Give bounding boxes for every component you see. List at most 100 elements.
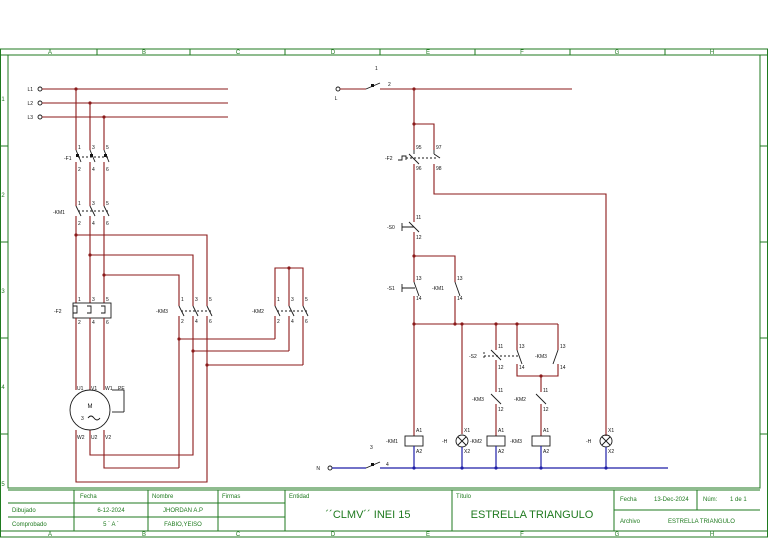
coil-km3-a2: A2 [543, 449, 549, 455]
neutral-breaker: 3 4 [365, 445, 389, 469]
coil-km3-label: -KM3 [510, 439, 522, 445]
km3-nc-term-11: 11 [498, 388, 503, 394]
km1-aux-term-14: 14 [457, 296, 463, 302]
km2-main-label: -KM2 [252, 309, 264, 315]
km3-term-6: 6 [209, 319, 212, 325]
km2-nc-term-11: 11 [543, 388, 548, 394]
f2-term-1: 1 [78, 297, 81, 303]
km1-term-3: 3 [92, 201, 95, 207]
col-label-e: E [426, 50, 430, 56]
coil-km2-a2: A2 [498, 449, 504, 455]
control-circuit: L 1 2 -F2 95 96 97 98 [316, 66, 668, 472]
km1-main-label: -KM1 [53, 210, 65, 216]
breaker-term-2: 2 [388, 82, 391, 88]
row-label-2: 2 [1, 193, 5, 199]
col-label-f-bottom: F [520, 532, 524, 538]
f1-term-1: 1 [78, 145, 81, 151]
power-circuit: L1 L2 L3 -F1 1 3 5 2 4 6 [27, 86, 309, 483]
coil-km3: -KM3 A1 A2 [510, 428, 551, 455]
s2-term-13: 13 [519, 344, 525, 350]
motor-label: M [88, 404, 93, 410]
thermal-relay-f2: -F2 1 3 5 2 4 6 [54, 297, 112, 326]
f2-term-2: 2 [78, 320, 81, 326]
sheet-frame [0, 48, 768, 538]
contactor-km3-main: -KM3 1 3 5 2 4 6 [156, 297, 213, 325]
tb-comprobado-fecha: 5 ´ A ´ [103, 522, 119, 528]
lamp-run-label: -H [442, 439, 448, 445]
stop-button-s0: -S0 11 12 [387, 215, 422, 241]
coil-km1: -KM1 A1 A2 [386, 428, 424, 455]
tb-num-label: Núm: [703, 497, 718, 503]
motor-term-v2: V2 [105, 435, 111, 441]
motor-m: M 3 U1 V1 W1 PE W2 U2 V2 [69, 386, 125, 441]
neutral-term-3: 3 [370, 445, 373, 451]
tb-entidad-value: ´´CLMV´´ INEI 15 [326, 509, 411, 521]
km2-term-2: 2 [277, 319, 280, 325]
f1-term-4: 4 [92, 167, 95, 173]
col-label-f: F [520, 50, 524, 56]
km3-main-label: -KM3 [156, 309, 168, 315]
control-breaker: 1 2 [365, 66, 391, 90]
f2-term-4: 4 [92, 320, 95, 326]
km3-aux-term-14: 14 [560, 365, 566, 371]
km3-nc-term-12: 12 [498, 407, 504, 413]
col-label-b-bottom: B [142, 532, 146, 538]
tb-fecha-value: 13-Dec-2024 [654, 497, 689, 503]
contactor-km1-main: -KM1 1 3 5 2 4 6 [53, 201, 110, 227]
km3-term-5: 5 [209, 297, 212, 303]
coil-km3-a1: A1 [543, 428, 549, 434]
s2-label: -S2 [469, 354, 477, 360]
tb-header-nombre: Nombre [152, 494, 174, 500]
tb-dibujado-fecha: 6-12-2024 [97, 508, 125, 514]
col-label-c-bottom: C [236, 532, 241, 538]
tb-archivo-value: ESTRELLA TRIANGULO [668, 519, 735, 525]
coil-km1-a1: A1 [416, 428, 422, 434]
col-label-d: D [331, 50, 336, 56]
phase-l1-label: L1 [27, 87, 33, 93]
lamp-run-x1: X1 [464, 428, 470, 434]
km2-term-3: 3 [291, 297, 294, 303]
lamp-h-trip: -H X1 X2 [586, 428, 614, 455]
lamp-h-run: -H X1 X2 [442, 428, 470, 455]
tb-header-firmas: Firmas [222, 494, 240, 500]
f2-aux-term-96: 96 [416, 166, 422, 172]
tb-dibujado-nombre: JHORDAN A.P [163, 508, 203, 514]
row-label-3: 3 [1, 289, 5, 295]
motor-term-pe: PE [118, 386, 125, 392]
s1-term-14: 14 [416, 296, 422, 302]
km3-term-1: 1 [181, 297, 184, 303]
col-label-g: G [615, 50, 620, 56]
supply-l-label: L [335, 96, 338, 102]
motor-term-v1: V1 [91, 386, 97, 392]
tb-num-value: 1 de 1 [730, 497, 747, 503]
f1-term-6: 6 [106, 167, 109, 173]
fuse-breaker-f1: -F1 1 3 5 2 4 6 [64, 145, 110, 173]
lamp-trip-x2: X2 [608, 449, 614, 455]
km3-nc-label: -KM3 [472, 397, 484, 403]
s0-term-12: 12 [416, 235, 422, 241]
f1-term-2: 2 [78, 167, 81, 173]
start-button-s1: -S1 13 14 [387, 276, 422, 302]
row-label-1: 1 [1, 97, 5, 103]
phase-l2-label: L2 [27, 101, 33, 107]
km2-term-6: 6 [305, 319, 308, 325]
tb-dibujado-label: Dibujado [12, 508, 36, 514]
km3-aux-term-13: 13 [560, 344, 566, 350]
tb-titulo-value: ESTRELLA TRIANGULO [471, 509, 594, 521]
f2-term-5: 5 [106, 297, 109, 303]
km3-hold-contact: -KM3 13 14 [535, 344, 566, 371]
lamp-run-x2: X2 [464, 449, 470, 455]
col-label-h: H [710, 50, 714, 56]
s2-term-14: 14 [519, 365, 525, 371]
km3-term-3: 3 [195, 297, 198, 303]
km1-term-1: 1 [78, 201, 81, 207]
col-label-a: A [48, 50, 52, 56]
s1-term-13: 13 [416, 276, 422, 282]
km2-term-5: 5 [305, 297, 308, 303]
col-label-e-bottom: E [426, 532, 430, 538]
f2-term-6: 6 [106, 320, 109, 326]
motor-term-u2: U2 [91, 435, 98, 441]
tb-header-fecha: Fecha [80, 494, 97, 500]
km3-interlock: -KM3 11 12 [472, 388, 504, 413]
